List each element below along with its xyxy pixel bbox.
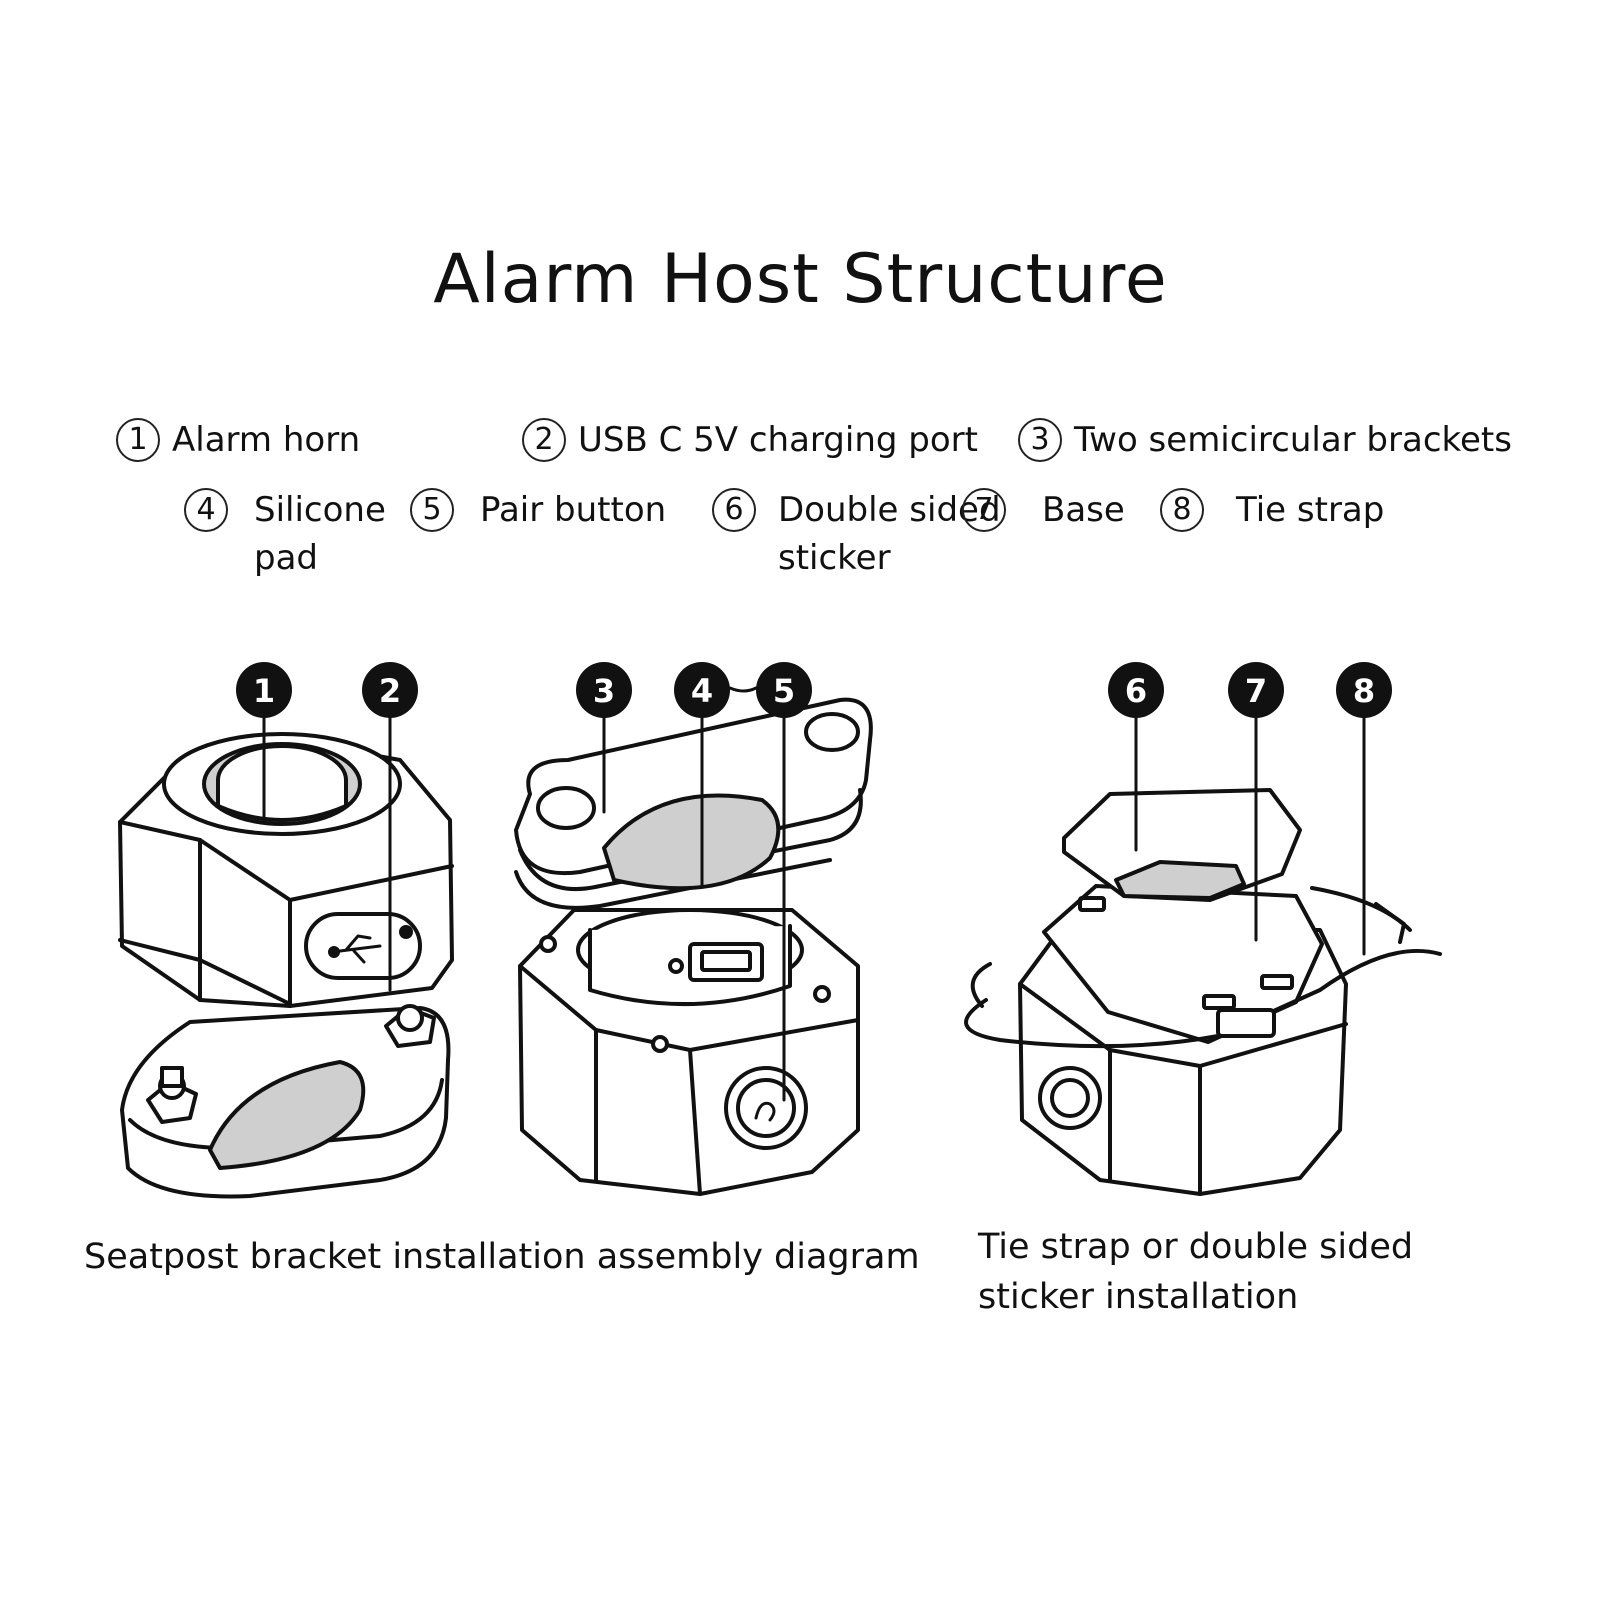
callout-badge-4: 4 [674,662,730,718]
bolt-icon [146,1066,198,1124]
callout-badge-3: 3 [576,662,632,718]
callout-badge-5: 5 [756,662,812,718]
svg-text:3: 3 [593,672,615,710]
callout-badge-1: 1 [236,662,292,718]
legend-item-usb-port: 2 USB C 5V charging port [522,416,978,464]
legend-number: 8 [1160,488,1204,532]
legend-number: 1 [116,418,160,462]
callout-leaders [262,686,1366,1102]
legend-number: 3 [1018,418,1062,462]
legend-label: Double sided sticker [778,490,1001,578]
callout-badge-8: 8 [1336,662,1392,718]
callout-badge-2: 2 [362,662,418,718]
legend-number: 6 [712,488,756,532]
legend-item-sticker: 6 Double sided sticker [712,486,1008,582]
svg-text:1: 1 [253,672,275,710]
caption-seatpost: Seatpost bracket installation assembly d… [84,1237,920,1277]
bolt-icon [384,1004,436,1048]
device-exploded-bracket [514,697,873,1196]
legend-label: Tie strap [1236,490,1385,530]
legend-label: Pair button [480,490,667,530]
svg-text:6: 6 [1125,672,1147,710]
legend-item-brackets: 3 Two semicircular brackets [1018,416,1512,464]
legend-item-pair-button: 5 Pair button [410,486,666,534]
svg-text:2: 2 [379,672,401,710]
svg-text:7: 7 [1245,672,1267,710]
legend-label: Silicone pad [254,490,386,578]
legend-number: 7 [962,488,1006,532]
legend-item-alarm-horn: 1 Alarm horn [116,416,360,464]
legend-label: Base [1042,490,1125,530]
svg-text:5: 5 [773,672,795,710]
legend-item-silicone-pad: 4 Silicone pad [184,486,394,582]
legend-number: 2 [522,418,566,462]
usb-icon [304,912,422,980]
legend-label: Alarm horn [172,420,361,460]
caption-strap-sticker: Tie strap or double sided sticker instal… [978,1227,1414,1317]
svg-text:8: 8 [1353,672,1375,710]
legend-item-base: 7 Base [962,486,1125,534]
legend-item-tie-strap: 8 Tie strap [1160,486,1384,534]
device-seatpost-assembly [118,732,454,1199]
callout-badge-6: 6 [1108,662,1164,718]
device-strap-install [964,788,1442,1196]
legend-number: 4 [184,488,228,532]
legend-label: Two semicircular brackets [1074,420,1512,460]
callout-badge-7: 7 [1228,662,1284,718]
legend-number: 5 [410,488,454,532]
legend-label: USB C 5V charging port [578,420,978,460]
diagram-title: Alarm Host Structure [433,240,1168,319]
svg-text:4: 4 [691,672,713,710]
